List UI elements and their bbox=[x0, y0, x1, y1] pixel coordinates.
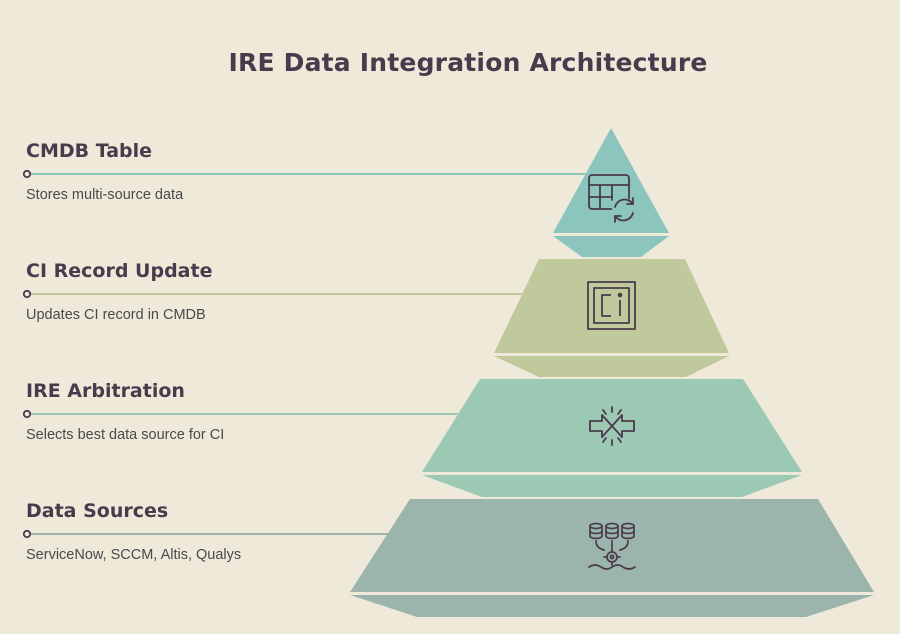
level-1-title: CMDB Table bbox=[26, 140, 153, 162]
level-1-description: Stores multi-source data bbox=[26, 187, 184, 203]
connector-dot-4 bbox=[22, 529, 32, 539]
ci-chip-icon bbox=[587, 281, 636, 330]
level-2-title: CI Record Update bbox=[26, 260, 213, 282]
connector-dot-2 bbox=[22, 289, 32, 299]
pyramid-tier-1 bbox=[553, 128, 669, 257]
level-3-description: Selects best data source for CI bbox=[26, 427, 225, 443]
databases-merge-icon bbox=[588, 522, 636, 570]
level-2-description: Updates CI record in CMDB bbox=[26, 307, 206, 323]
level-4-description: ServiceNow, SCCM, Altis, Qualys bbox=[26, 547, 242, 563]
pyramid-tier-2 bbox=[494, 259, 729, 377]
table-refresh-icon bbox=[588, 174, 636, 223]
connector-dot-3 bbox=[22, 409, 32, 419]
connector-lines bbox=[22, 169, 586, 539]
diagram-title: IRE Data Integration Architecture bbox=[228, 48, 708, 77]
pyramid-tier-3 bbox=[422, 379, 802, 497]
connector-dot-1 bbox=[22, 169, 32, 179]
level-3-title: IRE Arbitration bbox=[26, 380, 185, 402]
arbitration-arrows-icon bbox=[589, 406, 635, 446]
level-4-title: Data Sources bbox=[26, 500, 169, 522]
